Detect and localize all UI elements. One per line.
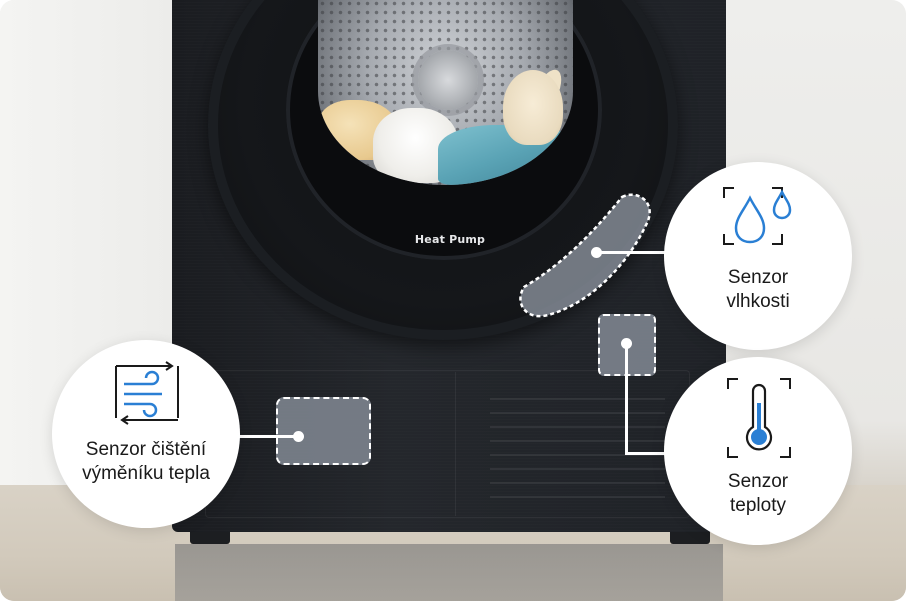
vent-slot — [490, 454, 665, 456]
panel-divider — [455, 372, 456, 516]
humidity-connector-dot — [590, 246, 602, 258]
temperature-connector-dot — [620, 337, 632, 349]
temperature-label-line2: teploty — [730, 495, 786, 516]
temperature-connector-line-horizontal — [625, 452, 670, 455]
pedestal — [175, 544, 723, 601]
heat-exchanger-label-line1: Senzor čištění — [85, 439, 207, 460]
vent-slot — [490, 398, 665, 400]
vent-slot — [490, 412, 665, 414]
door-badge: Heat Pump — [414, 233, 486, 246]
vent-slot — [490, 482, 665, 484]
vent-slot — [490, 426, 665, 428]
airflow-icon — [115, 361, 179, 425]
plush-bunny — [503, 70, 563, 145]
humidity-label-line1: Senzor — [727, 267, 789, 288]
heat-exchanger-sensor-area — [276, 397, 371, 465]
heat-exchanger-connector-dot — [292, 430, 304, 442]
heat-exchanger-label-line2: výměníku tepla — [82, 463, 210, 484]
dryer-foot — [670, 532, 710, 544]
humidity-label-line2: vlhkosti — [726, 291, 790, 312]
dryer-foot — [190, 532, 230, 544]
vent-slot — [490, 440, 665, 442]
heat-exchanger-callout: Senzor čištění výměníku tepla — [52, 340, 240, 528]
drum-hub — [418, 50, 478, 110]
vent-slot — [490, 468, 665, 470]
humidity-callout: Senzor vlhkosti — [664, 162, 852, 350]
temperature-connector-line-vertical — [625, 343, 628, 455]
humidity-sensor-area — [519, 193, 651, 318]
vent-slot — [490, 496, 665, 498]
humidity-connector-line — [596, 251, 676, 254]
water-drops-icon — [723, 187, 792, 245]
temperature-label-line1: Senzor — [727, 471, 789, 492]
thermometer-icon — [727, 378, 791, 458]
temperature-callout: Senzor teploty — [664, 357, 852, 545]
heat-exchanger-connector-line — [236, 435, 298, 438]
door-window — [318, 0, 573, 185]
